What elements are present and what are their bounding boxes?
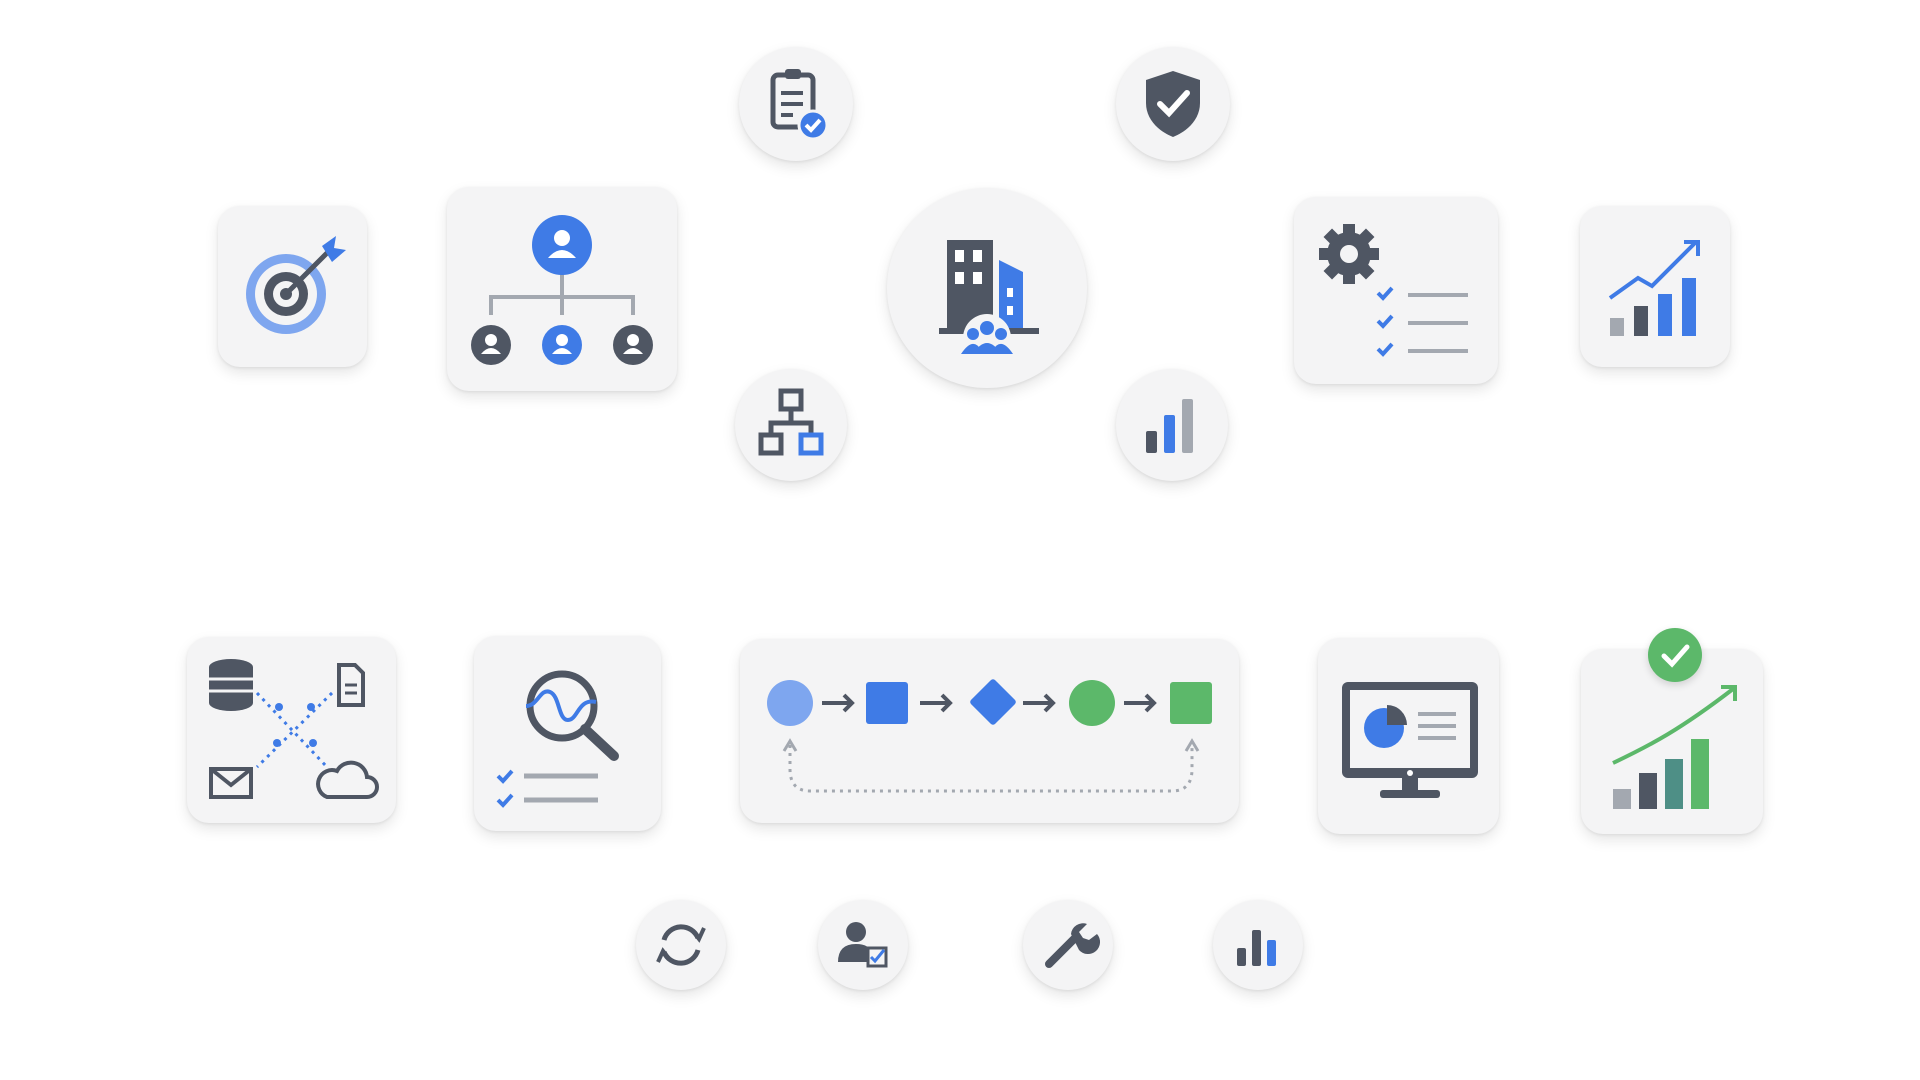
building-team-icon xyxy=(939,240,1039,362)
bars-small-tile xyxy=(1213,900,1303,990)
database-document-mail-cloud-icon xyxy=(209,659,379,799)
hierarchy-icon xyxy=(758,388,824,456)
wrench-icon xyxy=(1045,923,1101,968)
growth-chart-tile xyxy=(1580,206,1730,367)
user-check-tile xyxy=(818,900,908,990)
user-check-icon xyxy=(838,922,888,968)
gear-checklist-icon xyxy=(1319,224,1468,357)
shield-check-tile xyxy=(1116,47,1230,161)
clipboard-check-tile xyxy=(739,47,853,161)
shield-check-icon xyxy=(1146,71,1200,137)
refresh-tile xyxy=(636,900,726,990)
monitor-pie-chart-icon xyxy=(1342,682,1478,798)
workflow-tile xyxy=(740,639,1239,823)
building-team-tile xyxy=(887,188,1087,388)
org-chart-icon xyxy=(471,215,653,365)
target-arrow-icon xyxy=(246,236,346,334)
bar-chart-tile xyxy=(1116,369,1228,481)
wrench-tile xyxy=(1023,900,1113,990)
settings-checklist-tile xyxy=(1294,197,1498,384)
process-flow-icon xyxy=(767,679,1212,793)
magnifier-wave-checklist-icon xyxy=(496,670,619,808)
bar-chart-icon xyxy=(1237,930,1276,966)
hierarchy-tile xyxy=(735,369,847,481)
data-integration-tile xyxy=(187,637,396,823)
org-chart-tile xyxy=(447,187,677,391)
analysis-tile xyxy=(474,636,661,831)
refresh-icon xyxy=(656,924,706,966)
clipboard-check-icon xyxy=(770,69,829,141)
dashboard-tile xyxy=(1318,638,1499,834)
check-badge xyxy=(1648,628,1702,682)
growth-check-icon xyxy=(1612,685,1737,809)
checkmark-icon xyxy=(1661,644,1690,668)
bar-chart-icon xyxy=(1146,399,1193,453)
trend-up-bar-chart-icon xyxy=(1608,240,1700,336)
target-tile xyxy=(218,206,367,367)
